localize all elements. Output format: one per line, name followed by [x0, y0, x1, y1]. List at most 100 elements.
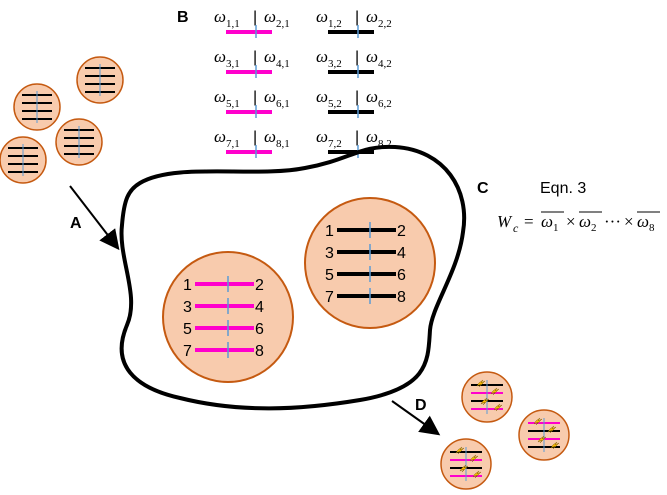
eq-w8: ω [637, 212, 649, 231]
omega-subscript: 3,2 [328, 58, 342, 70]
small-cell [76, 56, 124, 104]
label-b: B [177, 9, 189, 26]
omega-separator: | [253, 129, 257, 146]
omega-separator: | [355, 129, 359, 146]
chromosome-number: 1 [325, 223, 334, 240]
cell-body [162, 251, 294, 383]
chromosome-number: 2 [397, 223, 406, 240]
omega-subscript: 2,2 [378, 18, 392, 30]
omega-symbol: ω [264, 47, 276, 66]
omega-symbol: ω [214, 127, 226, 146]
omega-subscript: 7,2 [328, 138, 342, 150]
omega-symbol: ω [214, 7, 226, 26]
lightning-spark-icon [493, 403, 503, 412]
omega-symbol: ω [264, 127, 276, 146]
eq-ellipsis: ··· [604, 212, 621, 231]
arrow-icon [391, 400, 441, 436]
lightning-spark-icon [459, 464, 469, 473]
lightning-spark-icon [469, 454, 479, 463]
omega-symbol: ω [366, 87, 378, 106]
chromosome-number: 8 [397, 289, 406, 306]
offspring-cell [518, 409, 570, 461]
omega-separator: | [253, 89, 257, 106]
lightning-spark-icon [472, 470, 482, 479]
eq-times-1: × [566, 212, 576, 231]
chromosome-number: 7 [183, 343, 192, 360]
lightning-spark-icon [480, 397, 490, 406]
omega-symbol: ω [316, 127, 328, 146]
omega-separator: | [355, 49, 359, 66]
eq-lhs-sub: c [513, 221, 519, 235]
arrow-d: D [391, 397, 441, 436]
omega-subscript: 8,1 [276, 138, 290, 150]
eq-equals: = [524, 212, 534, 231]
small-cell [55, 118, 103, 166]
label-c: C [477, 180, 489, 197]
eq-w2-sub: 2 [591, 222, 597, 234]
omega-symbol: ω [366, 127, 378, 146]
omega-subscript: 6,2 [378, 98, 392, 110]
eq-w8-sub: 8 [649, 222, 655, 234]
offspring-cells [440, 371, 570, 490]
fusion-boundary [119, 144, 467, 411]
omega-subscript: 4,2 [378, 58, 392, 70]
eq-w1: ω [541, 212, 553, 231]
omega-subscript: 1,2 [328, 18, 342, 30]
unpaired-cells [0, 56, 124, 184]
omega-symbol: ω [264, 87, 276, 106]
panel-c: C Eqn. 3 W c = ω 1 × ω 2 ··· × ω 8 [477, 180, 660, 235]
omega-symbol: ω [366, 7, 378, 26]
label-d: D [415, 397, 427, 414]
omega-subscript: 2,1 [276, 18, 290, 30]
small-cell [0, 136, 47, 184]
offspring-cell [461, 371, 513, 423]
chromosome-number: 8 [255, 343, 264, 360]
lightning-spark-icon [537, 435, 547, 444]
lightning-spark-icon [455, 446, 465, 455]
omega-separator: | [355, 89, 359, 106]
label-a: A [70, 215, 82, 232]
chromosome-number: 4 [255, 299, 264, 316]
equation-title: Eqn. 3 [540, 180, 586, 197]
lightning-spark-icon [547, 425, 557, 434]
omega-symbol: ω [264, 7, 276, 26]
omega-symbol: ω [214, 87, 226, 106]
omega-symbol: ω [214, 47, 226, 66]
omega-symbol: ω [316, 47, 328, 66]
eq-lhs-var: W [497, 212, 513, 231]
chromosome-number: 5 [183, 321, 192, 338]
chromosome-number: 6 [255, 321, 264, 338]
chromosome-number: 1 [183, 277, 192, 294]
chromosome-number: 5 [325, 267, 334, 284]
omega-separator: | [253, 49, 257, 66]
omega-separator: | [253, 9, 257, 26]
omega-subscript: 3,1 [226, 58, 240, 70]
lightning-spark-icon [550, 441, 560, 450]
omega-subscript: 6,1 [276, 98, 290, 110]
cell-body [304, 197, 436, 329]
omega-subscript: 5,1 [226, 98, 240, 110]
chromosome-number: 4 [397, 245, 406, 262]
small-cell [13, 83, 61, 131]
